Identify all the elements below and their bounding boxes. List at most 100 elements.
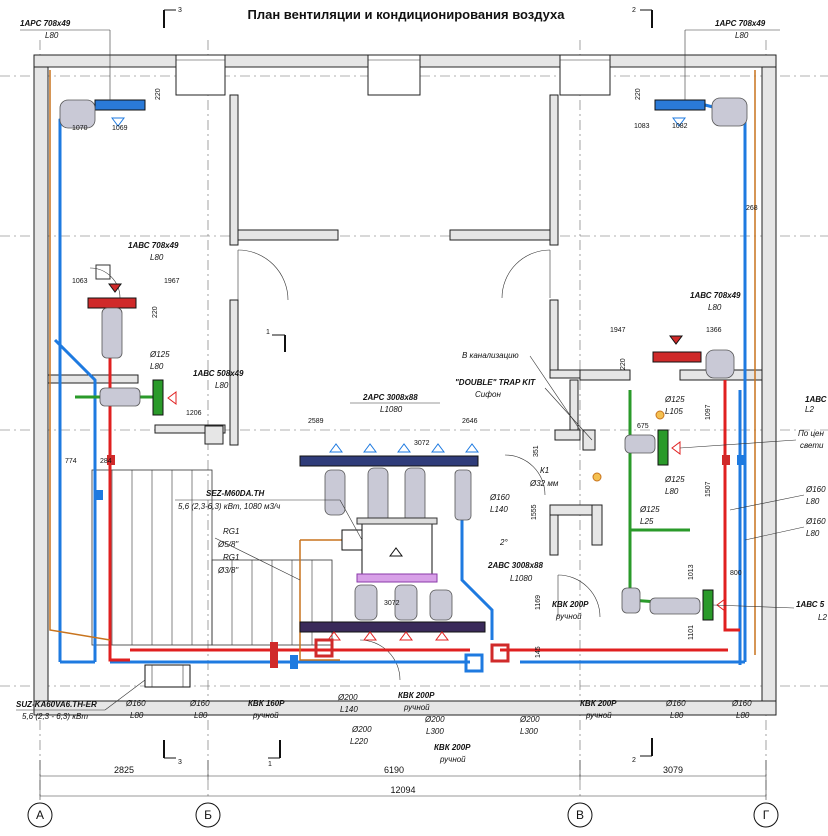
svg-text:2646: 2646 xyxy=(462,418,478,425)
svg-text:КВК 200Р: КВК 200Р xyxy=(552,600,589,609)
svg-text:1101: 1101 xyxy=(688,625,695,640)
svg-text:1083: 1083 xyxy=(634,123,650,130)
svg-text:Ø32 мм: Ø32 мм xyxy=(529,479,559,488)
svg-text:2: 2 xyxy=(632,7,636,14)
svg-text:L105: L105 xyxy=(665,407,683,416)
svg-text:L80: L80 xyxy=(150,362,164,371)
svg-text:3079: 3079 xyxy=(663,765,683,775)
extract-diffuser-bottom xyxy=(299,584,486,641)
svg-text:L1080: L1080 xyxy=(510,574,533,583)
svg-text:L140: L140 xyxy=(490,505,508,514)
svg-text:3072: 3072 xyxy=(414,440,430,447)
label-grille-tl: 1АРС 708х49 xyxy=(20,19,71,28)
svg-text:1555: 1555 xyxy=(531,504,538,520)
svg-text:Ø3/8": Ø3/8" xyxy=(217,566,239,575)
svg-text:1069: 1069 xyxy=(112,125,128,132)
svg-text:Ø160: Ø160 xyxy=(189,699,210,708)
svg-text:1169: 1169 xyxy=(535,595,542,610)
svg-text:L220: L220 xyxy=(350,737,368,746)
label-trap: "DOUBLE" TRAP KIT xyxy=(455,378,536,387)
svg-text:L80: L80 xyxy=(806,497,820,506)
svg-text:свети: свети xyxy=(800,441,824,450)
svg-text:RG1: RG1 xyxy=(223,527,239,536)
svg-text:L1080: L1080 xyxy=(380,405,403,414)
svg-text:1206: 1206 xyxy=(186,410,202,417)
svg-text:351: 351 xyxy=(533,445,540,457)
valves xyxy=(95,410,745,673)
svg-text:1: 1 xyxy=(266,329,270,336)
staircase xyxy=(91,469,333,646)
svg-text:L80: L80 xyxy=(215,381,229,390)
svg-text:Ø200: Ø200 xyxy=(337,693,358,702)
indoor-unit xyxy=(341,517,438,583)
axis-g: Г xyxy=(763,808,770,822)
overall-dimensions: 2825 6190 3079 12094 xyxy=(39,760,767,800)
svg-text:Ø200: Ø200 xyxy=(424,715,445,724)
svg-text:L80: L80 xyxy=(130,711,144,720)
axis-a: А xyxy=(36,808,44,822)
label-grille-l2: 1АВС 508х49 xyxy=(193,369,244,378)
svg-text:К1: К1 xyxy=(540,466,549,475)
svg-text:L80: L80 xyxy=(150,253,164,262)
svg-text:1АВС 5: 1АВС 5 xyxy=(805,395,828,404)
svg-text:3072: 3072 xyxy=(384,600,400,607)
svg-text:ручной: ручной xyxy=(555,612,582,621)
svg-text:L80: L80 xyxy=(670,711,684,720)
svg-text:L2: L2 xyxy=(818,613,827,622)
annotations: 1АРС 708х49 L80 1АРС 708х49 L80 1АВС 708… xyxy=(16,19,828,764)
svg-text:Ø125: Ø125 xyxy=(639,505,660,514)
svg-text:RG1: RG1 xyxy=(223,553,239,562)
svg-text:220: 220 xyxy=(152,306,159,318)
axis-markers: А Б В Г xyxy=(27,802,779,828)
exterior-walls xyxy=(33,54,777,716)
svg-text:Ø160: Ø160 xyxy=(489,493,510,502)
svg-text:L80: L80 xyxy=(194,711,208,720)
svg-text:Ø160: Ø160 xyxy=(805,517,826,526)
svg-text:L300: L300 xyxy=(520,727,538,736)
svg-text:1: 1 xyxy=(268,761,272,768)
svg-text:1366: 1366 xyxy=(706,327,722,334)
grilles xyxy=(59,97,748,621)
supply-diffuser-top xyxy=(299,443,479,524)
svg-text:Ø125: Ø125 xyxy=(664,475,685,484)
axis-v: В xyxy=(576,808,584,822)
svg-text:По цен: По цен xyxy=(798,429,824,438)
svg-text:1967: 1967 xyxy=(164,278,180,285)
svg-text:1063: 1063 xyxy=(72,278,88,285)
svg-text:1507: 1507 xyxy=(705,481,712,497)
svg-text:L140: L140 xyxy=(340,705,358,714)
svg-text:Ø200: Ø200 xyxy=(519,715,540,724)
dimensions: 1070 1069 1083 1082 220 220 220 220 1063… xyxy=(65,88,758,658)
label-indoor-unit: SEZ-M60DA.TH xyxy=(206,489,264,498)
svg-text:ручной: ручной xyxy=(252,711,279,720)
svg-text:Ø160: Ø160 xyxy=(125,699,146,708)
svg-text:6190: 6190 xyxy=(384,765,404,775)
svg-text:1013: 1013 xyxy=(688,564,695,580)
section-marks: 3 2 1 3 1 2 xyxy=(163,7,653,768)
label-outdoor-unit: SUZ-KA60VA6.TH-ER xyxy=(16,700,97,709)
door-swings xyxy=(89,249,601,681)
svg-text:1097: 1097 xyxy=(705,404,712,420)
svg-text:5,6 (2,3 - 6,3) кВт: 5,6 (2,3 - 6,3) кВт xyxy=(22,712,88,721)
svg-text:3: 3 xyxy=(178,759,182,766)
label-sewer: В канализацию xyxy=(462,351,519,360)
svg-text:2°: 2° xyxy=(499,538,508,547)
svg-text:Ø160: Ø160 xyxy=(731,699,752,708)
svg-text:ручной: ручной xyxy=(403,703,430,712)
svg-text:КВК 200Р: КВК 200Р xyxy=(434,743,471,752)
svg-text:1082: 1082 xyxy=(672,123,688,130)
svg-text:Ø125: Ø125 xyxy=(149,350,170,359)
svg-text:284: 284 xyxy=(100,458,112,465)
plan-title: План вентиляции и кондиционирования возд… xyxy=(247,7,565,22)
svg-text:220: 220 xyxy=(620,358,627,370)
svg-text:145: 145 xyxy=(535,646,542,658)
svg-text:L80: L80 xyxy=(665,487,679,496)
label-diffuser-bot: 2АВС 3008х88 xyxy=(487,561,544,570)
axis-b: Б xyxy=(204,808,212,822)
svg-text:2589: 2589 xyxy=(308,418,324,425)
svg-text:L300: L300 xyxy=(426,727,444,736)
svg-text:Ø160: Ø160 xyxy=(805,485,826,494)
svg-text:800: 800 xyxy=(730,570,742,577)
label-grille-r: 1АВС 708х49 xyxy=(690,291,741,300)
